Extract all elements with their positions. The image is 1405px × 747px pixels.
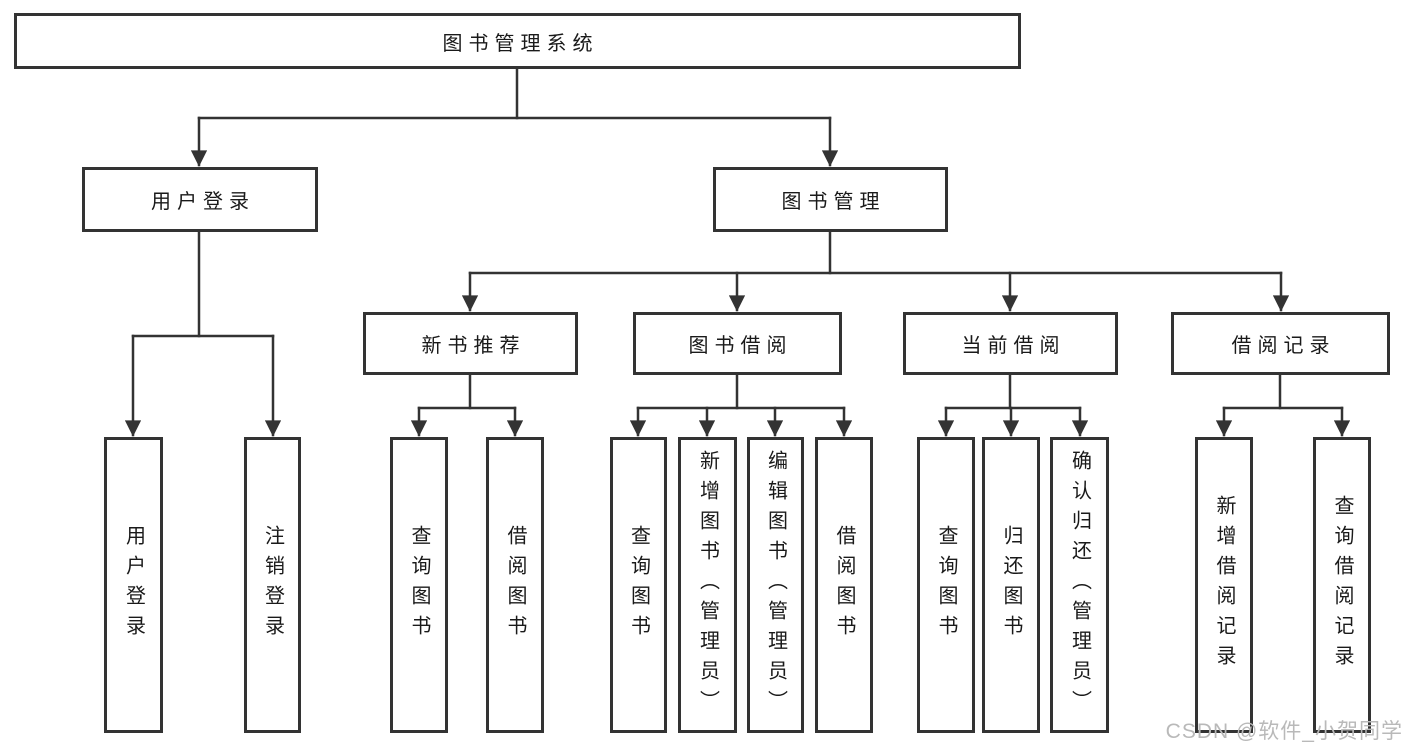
node-return-books-label: 归还图书 [1000, 525, 1022, 645]
node-borrow-books-under-recommend-label: 借阅图书 [504, 525, 526, 645]
node-borrow-books-under-borrowing: 借阅图书 [815, 437, 873, 733]
node-edit-book-admin-label: 编辑图书（管理员） [764, 450, 787, 720]
node-query-books-under-current: 查询图书 [917, 437, 975, 733]
node-query-borrow-record-label: 查询借阅记录 [1331, 495, 1353, 675]
node-add-book-admin-label: 新增图书（管理员） [696, 450, 719, 720]
node-logout-leaf: 注销登录 [244, 437, 301, 733]
connector-user-login [124, 230, 282, 437]
node-borrow-books-under-recommend: 借阅图书 [486, 437, 544, 733]
node-query-borrow-record: 查询借阅记录 [1313, 437, 1371, 733]
node-query-books-under-borrowing-label: 查询图书 [627, 525, 650, 645]
node-book-management: 图书管理 [713, 167, 948, 232]
node-new-book-recommend: 新书推荐 [363, 312, 578, 375]
connector-book-borrow [629, 373, 853, 437]
node-add-borrow-record: 新增借阅记录 [1195, 437, 1253, 733]
node-add-book-admin: 新增图书（管理员） [678, 437, 737, 733]
node-borrow-records-label: 借阅记录 [1231, 335, 1336, 357]
node-library-system: 图书管理系统 [14, 13, 1021, 69]
connector-book-mgmt [461, 230, 1290, 312]
connector-root [190, 67, 839, 167]
node-query-books-under-borrowing: 查询图书 [610, 437, 667, 733]
node-user-login-label: 用户登录 [151, 191, 255, 213]
node-current-borrowing: 当前借阅 [903, 312, 1118, 375]
watermark: CSDN @软件_小贺同学 [1165, 720, 1403, 743]
node-logout-leaf-label: 注销登录 [261, 525, 284, 645]
node-confirm-return-admin-label: 确认归还（管理员） [1068, 450, 1091, 720]
node-query-books-under-recommend: 查询图书 [390, 437, 448, 733]
node-user-login: 用户登录 [82, 167, 318, 232]
node-user-login-leaf-label: 用户登录 [122, 525, 145, 645]
node-borrow-books-under-borrowing-label: 借阅图书 [833, 525, 855, 645]
node-edit-book-admin: 编辑图书（管理员） [747, 437, 804, 733]
node-book-management-label: 图书管理 [781, 191, 886, 213]
node-book-borrowing-label: 图书借阅 [688, 335, 793, 357]
node-borrow-records: 借阅记录 [1171, 312, 1390, 375]
node-confirm-return-admin: 确认归还（管理员） [1050, 437, 1109, 733]
node-book-borrowing: 图书借阅 [633, 312, 842, 375]
connector-new-book [410, 373, 524, 437]
node-new-book-recommend-label: 新书推荐 [421, 335, 526, 357]
node-current-borrowing-label: 当前借阅 [961, 335, 1066, 357]
node-return-books: 归还图书 [982, 437, 1040, 733]
node-add-borrow-record-label: 新增借阅记录 [1213, 495, 1235, 675]
connector-borrow-record [1215, 373, 1351, 437]
connector-current-borrow [937, 373, 1089, 437]
node-query-books-under-current-label: 查询图书 [935, 525, 957, 645]
node-user-login-leaf: 用户登录 [104, 437, 163, 733]
node-library-system-label: 图书管理系统 [442, 32, 599, 55]
node-query-books-under-recommend-label: 查询图书 [408, 525, 430, 645]
